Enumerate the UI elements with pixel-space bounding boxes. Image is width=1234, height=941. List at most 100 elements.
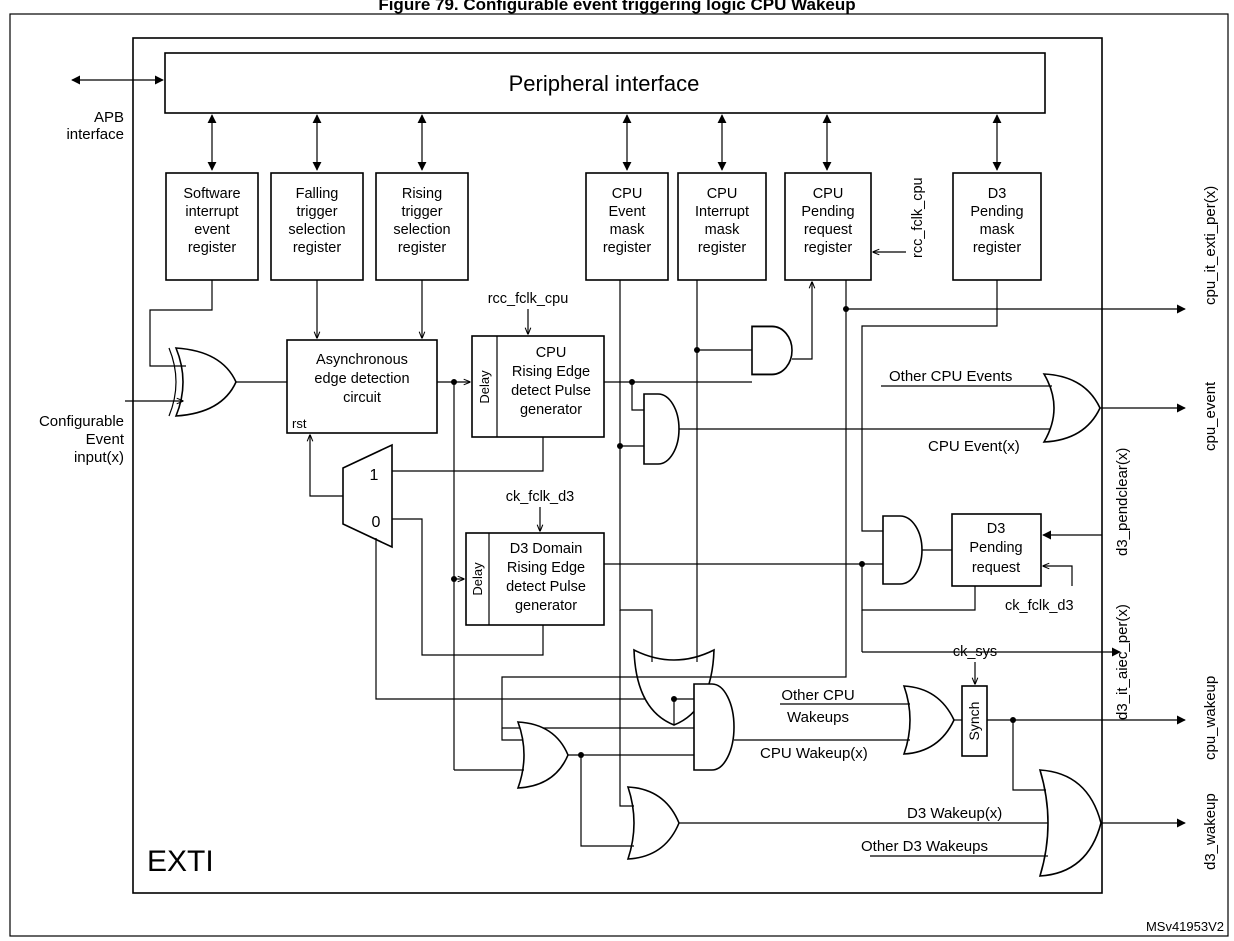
peripheral-interface	[164, 52, 1046, 114]
svg-text:trigger: trigger	[401, 204, 442, 220]
svg-text:Interrupt: Interrupt	[695, 204, 749, 220]
output-d3-it-aiec-per: d3_it_aiec_per(x)	[1114, 604, 1131, 720]
figure-frame	[9, 13, 1229, 937]
imr-wire	[696, 280, 752, 351]
register-ftsr: Falling trigger selection register	[270, 172, 364, 281]
input-label-1: Configurable	[39, 413, 124, 430]
rst-label: rst	[292, 416, 307, 431]
other-d3-wakeups-label: Other D3 Wakeups	[861, 838, 988, 855]
svg-text:Asynchronous: Asynchronous	[316, 352, 408, 368]
register-d3pmr: D3 Pending mask register	[952, 172, 1042, 281]
mux-sel-wire	[375, 538, 668, 700]
mux-1-label: 1	[370, 467, 379, 484]
svg-text:register: register	[603, 240, 652, 256]
swi-to-gate	[149, 280, 213, 367]
wakeup-and-gate	[693, 683, 735, 771]
d3-wakeup-or-gate	[626, 786, 680, 860]
svg-text:circuit: circuit	[343, 390, 381, 406]
rcc-fclk-cpu-pr-label: rcc_fclk_cpu	[910, 177, 926, 258]
figure-ref: MSv41953V2	[1146, 919, 1224, 934]
register-bus-arrows	[207, 114, 1002, 171]
output-cpu-wakeup: cpu_wakeup	[1202, 676, 1219, 760]
and-to-pr	[792, 282, 812, 360]
mux-sel-to-or	[501, 728, 523, 741]
apb-label-2: interface	[66, 126, 124, 143]
figure-title: Figure 79. Configurable event triggering…	[378, 0, 855, 14]
svg-text:CPU: CPU	[813, 186, 844, 202]
svg-text:generator: generator	[515, 598, 577, 614]
svg-text:selection: selection	[393, 222, 450, 238]
svg-text:edge detection: edge detection	[314, 371, 409, 387]
emr-to-or	[619, 446, 653, 662]
svg-text:Delay: Delay	[470, 562, 485, 596]
ck-sys-label: ck_sys	[953, 644, 997, 660]
cpu-wakeup-to-d3-or	[1012, 720, 1046, 791]
svg-text:Event: Event	[608, 204, 645, 220]
register-swi: Software interrupt event register	[165, 172, 259, 281]
cpu-event-x-label: CPU Event(x)	[928, 438, 1020, 455]
pr-output-wire	[845, 280, 1186, 314]
synch-block: Synch	[961, 685, 988, 757]
delay-or-gate	[516, 721, 569, 789]
svg-text:CPU: CPU	[707, 186, 738, 202]
apb-label-1: APB	[94, 109, 124, 126]
d3-pulse-generator: Delay D3 Domain Rising Edge detect Pulse…	[465, 532, 605, 626]
input-label-2: Event	[86, 431, 125, 448]
svg-text:Delay: Delay	[477, 370, 492, 404]
svg-text:Falling: Falling	[296, 186, 339, 202]
output-d3-wakeup: d3_wakeup	[1202, 793, 1219, 870]
pr-to-wakeup-and	[501, 309, 847, 729]
cpu-wakeup-or-gate	[902, 685, 955, 755]
event-and-gate	[643, 393, 680, 465]
async-edge-detection: Asynchronous edge detection circuit rst	[286, 339, 438, 434]
svg-text:Rising Edge: Rising Edge	[512, 364, 590, 380]
d3-pulse-to-mux	[392, 518, 544, 656]
register-imr: CPU Interrupt mask register	[677, 172, 767, 281]
cpu-pulse-generator: Delay CPU Rising Edge detect Pulse gener…	[471, 335, 605, 438]
d3-pending-clock	[1043, 566, 1073, 586]
output-d3-pendclear: d3_pendclear(x)	[1114, 448, 1131, 556]
cpu-wakeup-x-label: CPU Wakeup(x)	[760, 745, 868, 762]
d3pmr-wire	[861, 280, 998, 532]
register-rtsr: Rising trigger selection register	[375, 172, 469, 281]
svg-text:Rising: Rising	[402, 186, 442, 202]
svg-text:selection: selection	[288, 222, 345, 238]
svg-text:Pending: Pending	[801, 204, 854, 220]
pending-and-gate	[751, 325, 793, 376]
svg-text:CPU: CPU	[612, 186, 643, 202]
cpu-event-or-gate	[1042, 373, 1101, 443]
or-to-d3-wakeup-or	[580, 755, 634, 847]
d3-pending-request: D3 Pending request	[951, 513, 1042, 587]
ck-fclk-d3-label: ck_fclk_d3	[506, 489, 575, 505]
svg-text:Synch: Synch	[966, 702, 982, 741]
svg-text:D3 Domain: D3 Domain	[510, 541, 583, 557]
peripheral-interface-label: Peripheral interface	[509, 71, 700, 96]
svg-text:register: register	[188, 240, 237, 256]
svg-text:mask: mask	[705, 222, 740, 238]
emr-wire	[619, 280, 644, 447]
cpu-pulse-to-event-and	[631, 382, 644, 411]
svg-text:mask: mask	[980, 222, 1015, 238]
exti-block	[132, 37, 1103, 894]
svg-text:Pending: Pending	[970, 204, 1023, 220]
input-label-3: input(x)	[74, 449, 124, 466]
d3-aiec-wire	[861, 564, 976, 611]
svg-text:detect Pulse: detect Pulse	[511, 383, 591, 399]
output-cpu-it-exti-per: cpu_it_exti_per(x)	[1202, 186, 1219, 305]
svg-text:D3: D3	[988, 186, 1007, 202]
svg-text:register: register	[973, 240, 1022, 256]
rcc-fclk-cpu-label: rcc_fclk_cpu	[488, 291, 569, 307]
svg-text:event: event	[194, 222, 229, 238]
svg-text:generator: generator	[520, 402, 582, 418]
svg-text:request: request	[804, 222, 852, 238]
mux	[342, 443, 393, 549]
other-cpu-wakeups-label-1: Other CPU	[781, 687, 854, 704]
svg-text:register: register	[804, 240, 853, 256]
other-cpu-events-label: Other CPU Events	[889, 368, 1012, 385]
svg-text:request: request	[972, 560, 1020, 576]
svg-text:D3: D3	[987, 521, 1006, 537]
output-cpu-event: cpu_event	[1202, 381, 1219, 451]
mux-0-label: 0	[372, 514, 381, 531]
other-cpu-wakeups-label-2: Wakeups	[787, 709, 849, 726]
